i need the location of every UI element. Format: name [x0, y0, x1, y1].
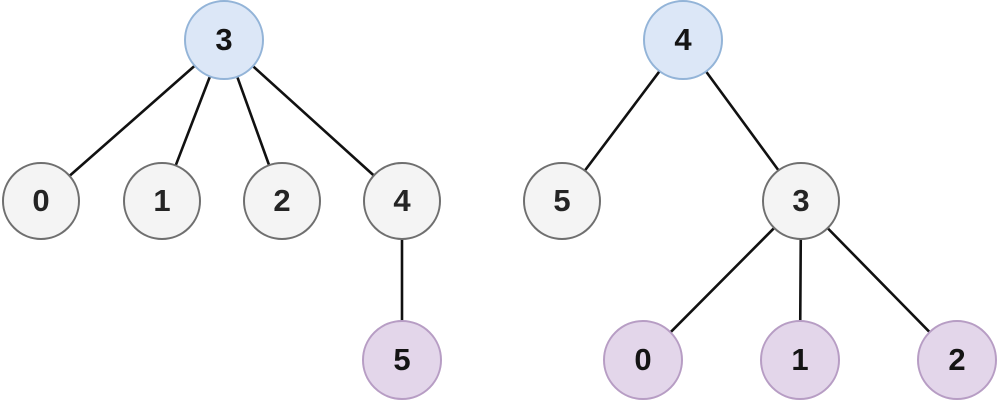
graph-edge [583, 69, 661, 172]
graph-node-left-tree-4[interactable]: 4 [363, 162, 441, 240]
graph-node-label: 5 [393, 341, 411, 377]
graph-edge [826, 226, 931, 334]
graph-edge [669, 226, 776, 334]
graph-node-label: 0 [634, 341, 652, 377]
graph-node-label: 3 [215, 21, 233, 57]
graph-node-right-tree-5[interactable]: 5 [523, 162, 601, 240]
graph-node-label: 1 [153, 182, 171, 218]
graph-edge [174, 75, 212, 167]
graph-node-label: 0 [32, 182, 50, 218]
graph-node-left-tree-2[interactable]: 2 [243, 162, 321, 240]
graph-node-right-tree-4[interactable]: 4 [643, 0, 723, 80]
graph-node-left-tree-0[interactable]: 0 [2, 162, 80, 240]
graph-edge [704, 70, 780, 172]
graph-node-label: 3 [792, 182, 810, 218]
graph-node-label: 2 [948, 341, 966, 377]
graph-node-label: 2 [273, 182, 291, 218]
graph-edge [798, 237, 803, 323]
graph-node-left-tree-5[interactable]: 5 [362, 320, 442, 400]
graph-node-label: 4 [674, 21, 692, 57]
graph-node-right-tree-0[interactable]: 0 [603, 320, 683, 400]
graph-node-right-tree-3[interactable]: 3 [762, 162, 840, 240]
graph-node-left-tree-1[interactable]: 1 [123, 162, 201, 240]
graph-node-right-tree-2[interactable]: 2 [917, 320, 997, 400]
graph-edge [68, 64, 197, 178]
graph-node-label: 5 [553, 182, 571, 218]
graph-node-left-tree-3[interactable]: 3 [184, 0, 264, 80]
graph-node-right-tree-1[interactable]: 1 [760, 320, 840, 400]
graph-node-label: 1 [791, 341, 809, 377]
graph-node-label: 4 [393, 182, 411, 218]
graph-edge [235, 75, 271, 167]
graph-edge [251, 64, 376, 177]
